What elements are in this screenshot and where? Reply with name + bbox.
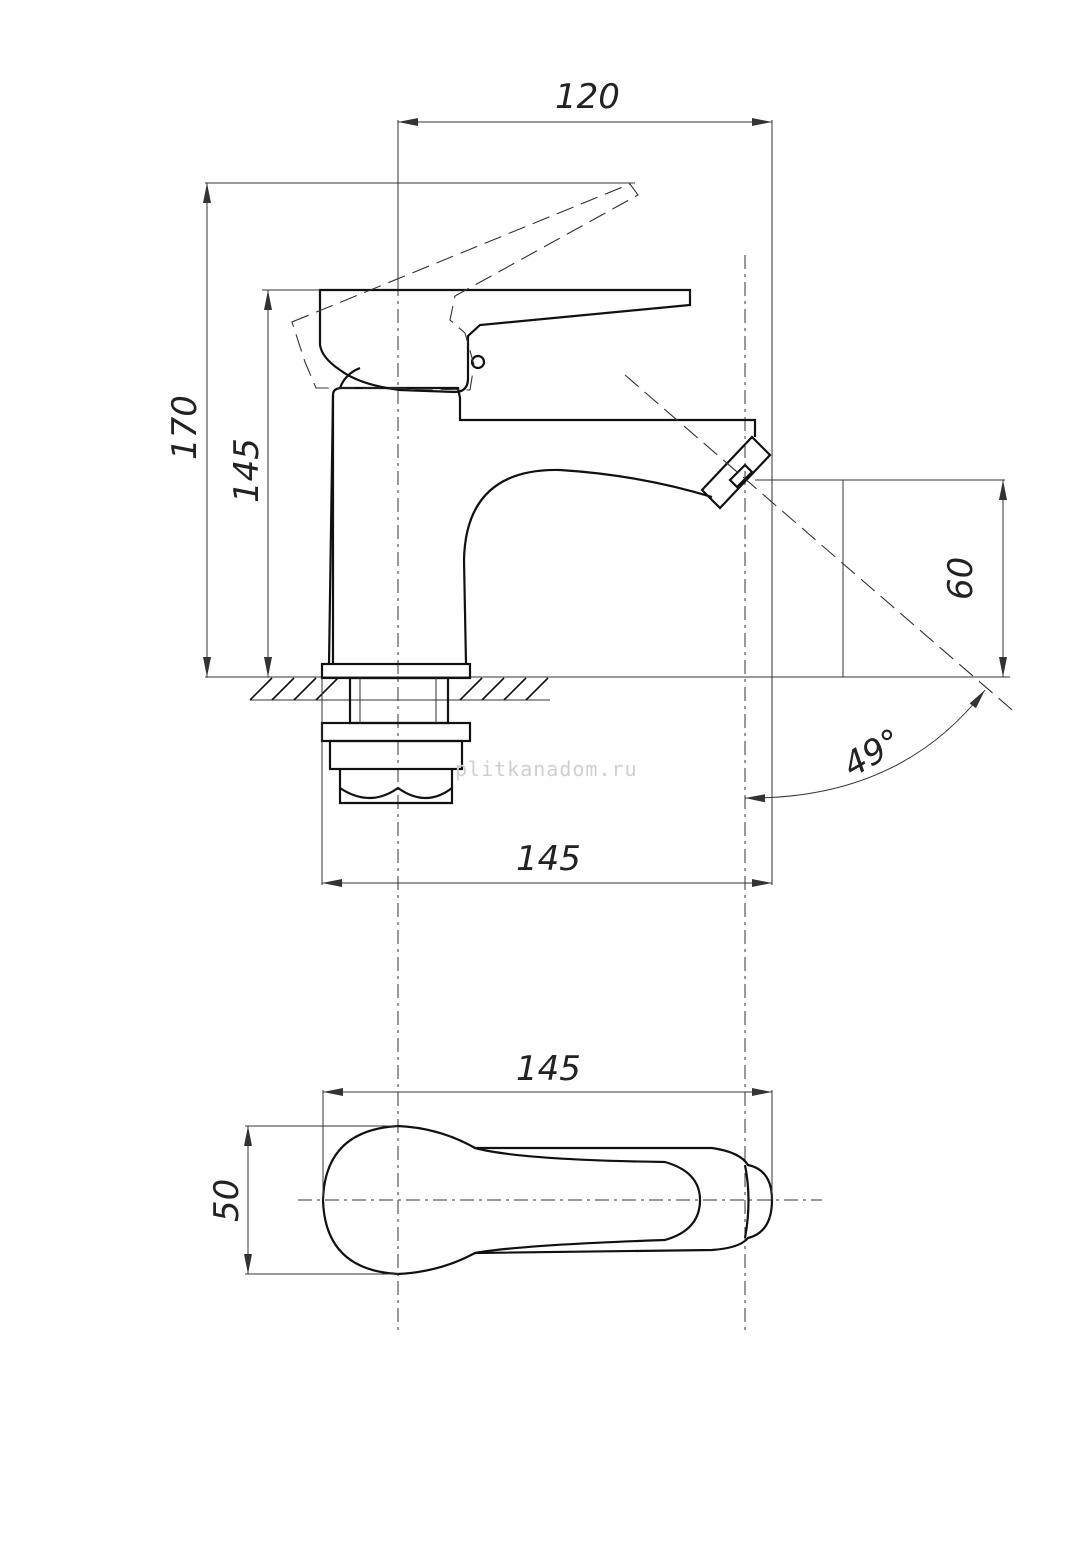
dim-label-120: 120 — [555, 77, 620, 117]
mounting-fittings — [320, 676, 472, 805]
counter-hatching — [249, 677, 549, 701]
dim-label-145-top: 145 — [516, 1049, 581, 1089]
dimension-angle-49: 49° — [744, 689, 986, 803]
dimension-60: 60 — [941, 480, 1007, 677]
base-flange — [320, 662, 472, 680]
dim-label-49deg: 49° — [837, 721, 909, 786]
top-view-faucet — [321, 1124, 774, 1276]
side-view-faucet — [205, 183, 1019, 805]
lever-raised-position — [291, 183, 639, 391]
lever-handle — [318, 288, 692, 394]
watermark-text: plitkanadom.ru — [455, 757, 638, 781]
dim-label-170: 170 — [165, 395, 205, 460]
dim-label-50: 50 — [207, 1179, 247, 1222]
center-lines — [298, 120, 822, 1330]
sink-edge — [755, 479, 1005, 677]
dim-label-60: 60 — [941, 557, 981, 600]
dimension-145-height: 145 — [227, 289, 320, 677]
faucet-body — [327, 386, 757, 665]
dimension-170: 170 — [165, 182, 635, 677]
top-view-outline — [321, 1124, 774, 1276]
dimension-145-base: 145 — [321, 678, 772, 887]
spout-aerator — [700, 435, 772, 510]
dimension-145-top: 145 — [322, 1049, 773, 1200]
dim-label-145-base: 145 — [516, 839, 581, 879]
dim-label-145-height: 145 — [227, 438, 267, 503]
spray-direction-line — [624, 374, 1019, 716]
dimension-50: 50 — [207, 1125, 398, 1275]
